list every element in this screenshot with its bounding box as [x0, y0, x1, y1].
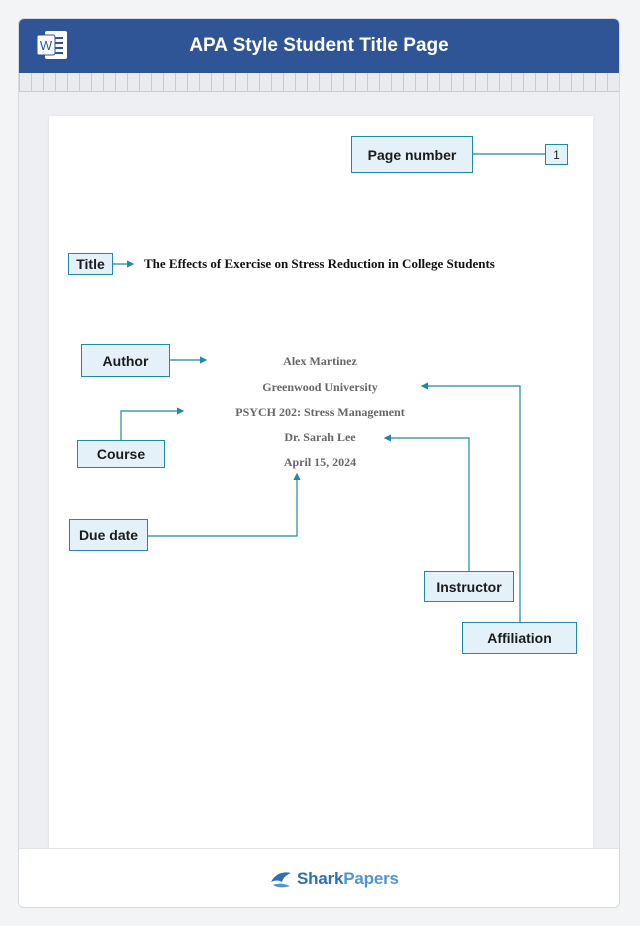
infographic-frame: W APA Style Student Title Page SharkPape…	[18, 18, 620, 908]
label-due-date: Due date	[69, 519, 148, 551]
document-title: The Effects of Exercise on Stress Reduct…	[144, 256, 495, 271]
instructor-arrow	[383, 434, 470, 571]
due-date: April 15, 2024	[283, 455, 357, 469]
instructor-name: Dr. Sarah Lee	[284, 430, 356, 444]
page-number: 1	[545, 144, 568, 165]
institution-affiliation: Greenwood University	[262, 380, 378, 394]
course-arrow	[120, 407, 185, 440]
course-name: PSYCH 202: Stress Management	[235, 405, 405, 419]
page-title: APA Style Student Title Page	[189, 35, 449, 56]
header-bar: W APA Style Student Title Page	[19, 19, 619, 73]
author-name: Alex Martinez	[283, 354, 357, 368]
word-icon-letter: W	[40, 38, 53, 53]
document-page	[49, 116, 593, 856]
label-page-number: Page number	[351, 136, 473, 173]
document-workspace	[19, 92, 619, 856]
label-affiliation: Affiliation	[462, 622, 577, 654]
ruler	[19, 73, 619, 92]
shark-logo-icon	[271, 872, 291, 888]
brand-name-bold: Shark	[297, 869, 344, 888]
label-author: Author	[81, 344, 170, 377]
footer: SharkPapers	[19, 848, 619, 907]
brand-logo: SharkPapers	[269, 866, 399, 892]
label-title: Title	[68, 253, 113, 275]
label-instructor: Instructor	[424, 571, 514, 602]
brand-name: SharkPapers	[297, 869, 399, 889]
affiliation-arrow	[420, 382, 521, 622]
due-date-arrow	[148, 472, 301, 537]
brand-name-light: Papers	[343, 869, 399, 888]
label-course: Course	[77, 440, 165, 468]
word-icon: W	[36, 31, 67, 59]
